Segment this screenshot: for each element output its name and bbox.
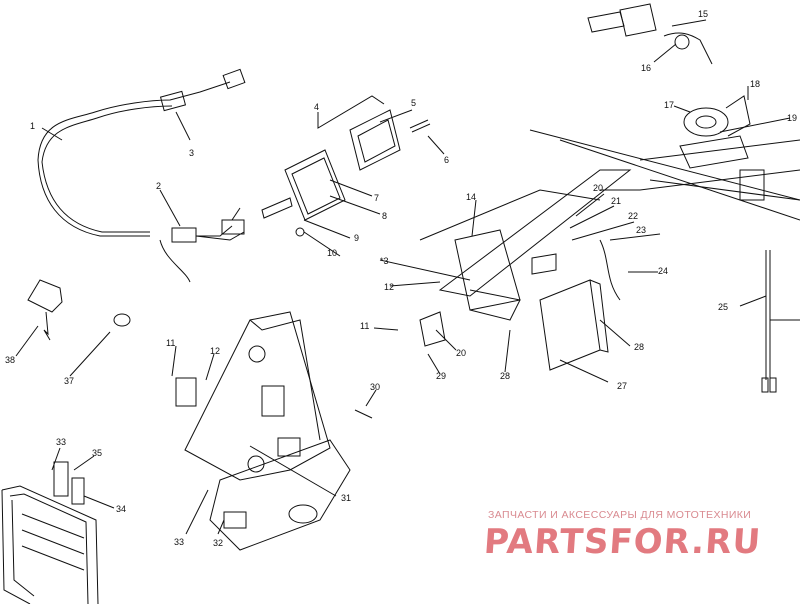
callout-19: 19 [787, 113, 797, 123]
callout-8: 8 [382, 211, 387, 221]
horn [679, 95, 751, 169]
wiring-harness [37, 68, 246, 283]
callout-10: 10 [327, 248, 337, 258]
callout-17: 17 [664, 100, 674, 110]
callout-30: 30 [370, 382, 380, 392]
frame-plate [175, 311, 373, 551]
callout-23: 23 [636, 225, 646, 235]
callout-33-bottom: 33 [174, 537, 184, 547]
callout-12-right: 12 [384, 282, 394, 292]
callout-9: 9 [354, 233, 359, 243]
callout-13: *3 [380, 256, 389, 266]
callout-14: 14 [466, 192, 476, 202]
callout-35: 35 [92, 448, 102, 458]
cable-assembly [761, 250, 800, 393]
callout-28-left: 28 [500, 371, 510, 381]
callout-5: 5 [411, 98, 416, 108]
callout-11-right: 11 [360, 321, 369, 331]
callout-32: 32 [213, 538, 223, 548]
watermark-caption: ЗАПЧАСТИ И АКСЕССУАРЫ ДЛЯ МОТОТЕХНИКИ [488, 509, 752, 521]
callout-6: 6 [444, 155, 449, 165]
rear-frame [419, 129, 800, 371]
callout-20-top: 20 [593, 183, 603, 193]
callout-16: 16 [641, 63, 651, 73]
callout-28-right: 28 [634, 342, 644, 352]
callout-22: 22 [628, 211, 638, 221]
callout-25: 25 [718, 302, 728, 312]
license-bracket [1, 461, 99, 604]
watermark-logo: PARTSFOR.RU [482, 522, 763, 562]
callout-34: 34 [116, 504, 126, 514]
callout-20-bottom: 20 [456, 348, 466, 358]
small-parts [27, 279, 131, 341]
callout-2: 2 [156, 181, 161, 191]
callout-15: 15 [698, 9, 708, 19]
callout-24: 24 [658, 266, 668, 276]
callout-21: 21 [611, 196, 621, 206]
callout-38: 38 [5, 355, 15, 365]
callout-1: 1 [30, 121, 35, 131]
callout-29: 29 [436, 371, 446, 381]
callout-33-top: 33 [56, 437, 66, 447]
callout-18: 18 [750, 79, 760, 89]
callout-7: 7 [374, 193, 379, 203]
leader-lines [15, 19, 791, 535]
callout-4: 4 [314, 102, 319, 112]
callout-37: 37 [64, 376, 74, 386]
taillight-assembly [261, 109, 431, 237]
callout-31: 31 [341, 493, 351, 503]
callout-27: 27 [617, 381, 627, 391]
handlebar-switch [587, 3, 713, 65]
callout-3: 3 [189, 148, 194, 158]
callout-numbers: 1 2 3 4 5 6 7 8 9 10 11 11 12 12 *3 14 1… [5, 9, 797, 548]
callout-12-left: 12 [210, 346, 220, 356]
callout-11-left: 11 [166, 338, 175, 348]
